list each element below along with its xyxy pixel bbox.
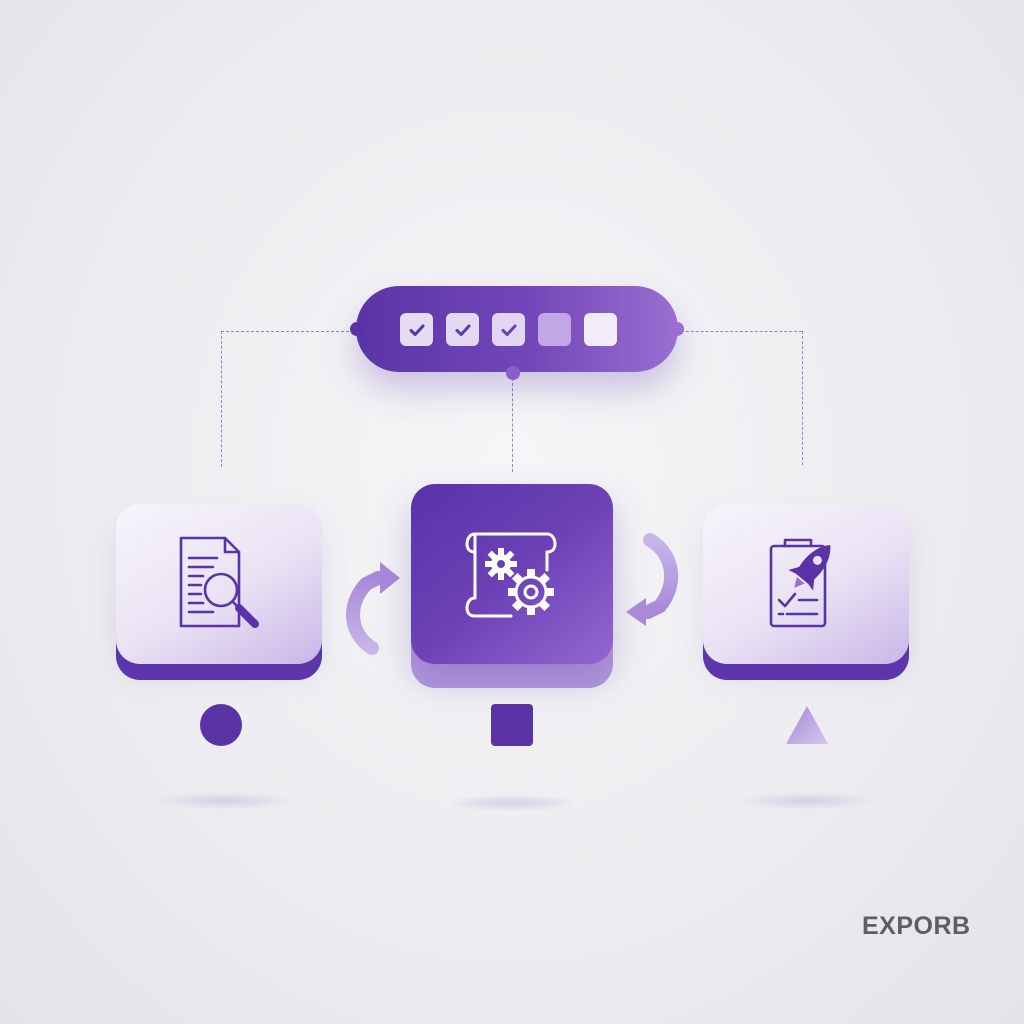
triangle-marker xyxy=(786,706,828,744)
cycle-arrow-right-icon xyxy=(626,533,679,626)
center-floor-shadow xyxy=(440,794,584,812)
clipboard-rocket-icon xyxy=(769,538,831,628)
pill-left-nub xyxy=(350,322,364,336)
card-launch xyxy=(703,504,909,664)
step-1-check xyxy=(400,313,433,346)
left-floor-shadow xyxy=(150,792,300,810)
progress-tracker xyxy=(350,286,684,380)
circle-marker xyxy=(200,704,242,746)
right-floor-shadow xyxy=(735,792,879,810)
step-4-pending xyxy=(538,313,571,346)
card-research xyxy=(116,504,322,664)
step-5-pending xyxy=(584,313,617,346)
step-2-check xyxy=(446,313,479,346)
connector-left-vertical xyxy=(221,331,222,467)
connector-left-horizontal xyxy=(221,331,359,332)
connector-center-vertical xyxy=(512,378,513,472)
blueprint-gears-icon xyxy=(465,532,557,618)
progress-steps xyxy=(400,313,617,346)
cycle-arrow-left-icon xyxy=(346,562,400,655)
step-3-check xyxy=(492,313,525,346)
brand-logo: EXPORB xyxy=(862,912,971,940)
connector-right-horizontal xyxy=(676,331,802,332)
pill-right-nub xyxy=(670,322,684,336)
square-marker xyxy=(491,704,533,746)
pill-bottom-nub xyxy=(506,366,520,380)
document-search-icon xyxy=(179,536,259,628)
card-build xyxy=(411,484,613,664)
connector-right-vertical xyxy=(802,331,803,465)
